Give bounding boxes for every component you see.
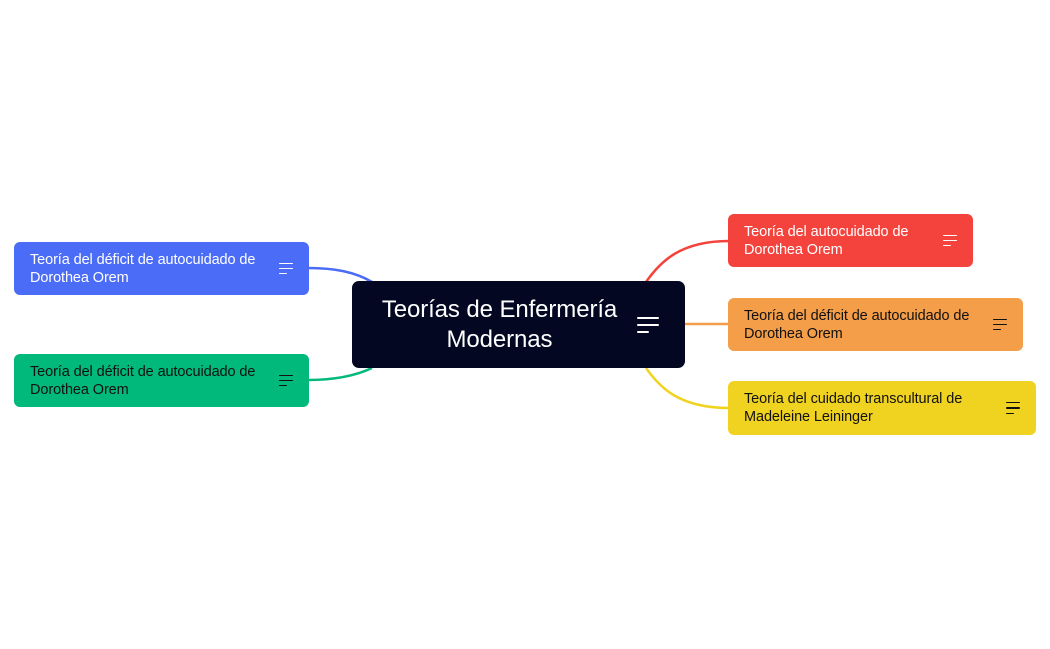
- topic-right-3[interactable]: Teoría del cuidado transcultural de Made…: [728, 381, 1036, 435]
- notes-icon[interactable]: [637, 316, 659, 333]
- notes-icon[interactable]: [993, 318, 1007, 331]
- central-topic-label: Teorías de Enfermería Modernas: [381, 295, 618, 353]
- central-topic[interactable]: Teorías de Enfermería Modernas: [352, 281, 685, 368]
- topic-left-1[interactable]: Teoría del déficit de autocuidado de Dor…: [14, 242, 309, 295]
- connector-left-2: [307, 366, 373, 382]
- notes-icon[interactable]: [1006, 402, 1020, 414]
- connector-right-1: [644, 239, 730, 283]
- topic-label: Teoría del déficit de autocuidado de Dor…: [30, 251, 256, 286]
- connector-right-3: [644, 367, 730, 410]
- topic-label: Teoría del déficit de autocuidado de Dor…: [744, 307, 970, 342]
- topic-right-1[interactable]: Teoría del autocuidado de Dorothea Orem: [728, 214, 973, 267]
- topic-right-2[interactable]: Teoría del déficit de autocuidado de Dor…: [728, 298, 1023, 351]
- topic-label: Teoría del déficit de autocuidado de Dor…: [30, 363, 256, 398]
- notes-icon[interactable]: [279, 262, 293, 275]
- connector-left-1: [307, 266, 373, 284]
- topic-label: Teoría del autocuidado de Dorothea Orem: [744, 223, 909, 258]
- topic-label: Teoría del cuidado transcultural de Made…: [744, 391, 963, 425]
- topic-left-2[interactable]: Teoría del déficit de autocuidado de Dor…: [14, 354, 309, 407]
- notes-icon[interactable]: [279, 374, 293, 387]
- notes-icon[interactable]: [943, 234, 957, 247]
